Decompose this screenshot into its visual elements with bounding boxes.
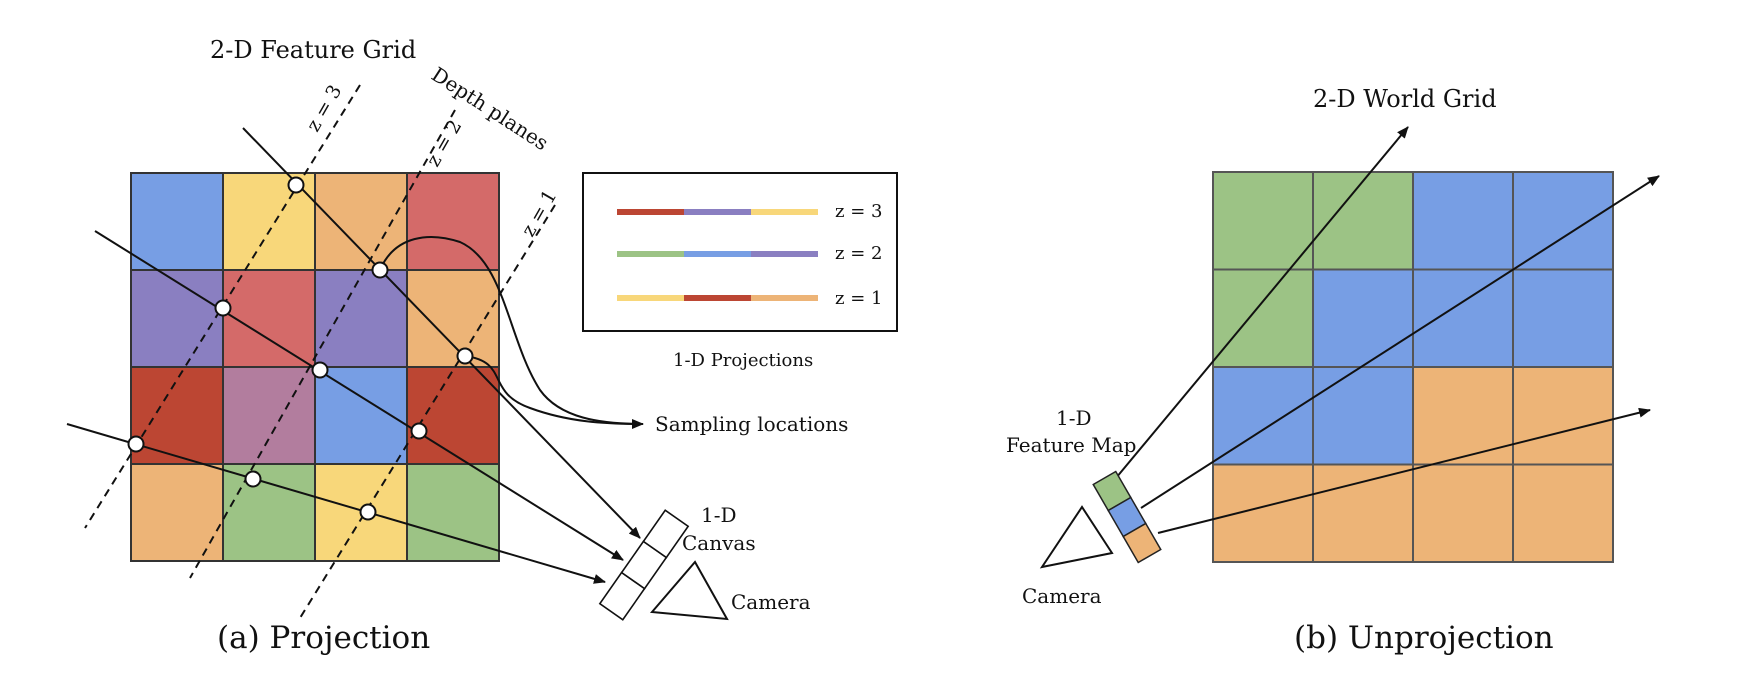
sampling-point	[287, 176, 305, 194]
feature-map-label-line1: 1-D	[1056, 406, 1092, 430]
feature-grid-title: 2-D Feature Grid	[210, 36, 416, 64]
grid-cell-orange	[130, 463, 224, 562]
depth-plane-z1	[299, 204, 556, 619]
grid-cell-blue	[130, 172, 224, 271]
legend-bar-segment	[751, 295, 818, 301]
grid-cell-red	[406, 172, 500, 271]
grid-cell-orange	[1312, 463, 1414, 563]
sampling-points	[127, 176, 474, 521]
legend-label-z2: z = 2	[835, 243, 882, 264]
grid-cell-blue	[1412, 268, 1514, 368]
camera-rays	[66, 127, 641, 584]
grid-cell-blue	[1512, 268, 1614, 368]
grid-cell-blue	[1412, 171, 1514, 271]
projection-legend: z = 3 z = 2 z = 1 1-D Projections	[582, 172, 898, 371]
grid-cell-orange	[1512, 463, 1614, 563]
depth-plane-z3	[84, 84, 361, 529]
canvas-label-line2: Canvas	[682, 531, 756, 555]
projection-camera-icon	[649, 560, 729, 621]
unprojection-panel: 2-D World Grid 1-D Feature Map Camera (b…	[1006, 85, 1660, 656]
sampling-point	[410, 422, 428, 440]
plane-label-z1: z = 1	[517, 186, 561, 240]
grid-cell-darkred	[406, 366, 500, 465]
grid-cell-orange	[406, 269, 500, 368]
projection-camera-label: Camera	[731, 590, 811, 614]
legend-bar-segment	[617, 209, 684, 215]
legend-bar-segment	[684, 209, 751, 215]
sampling-point	[359, 503, 377, 521]
world-grid	[1212, 171, 1614, 563]
grid-cell-red	[222, 269, 316, 368]
grid-cell-blue	[314, 366, 408, 465]
unprojection-ray-1	[1115, 126, 1409, 479]
unprojection-ray-3	[1157, 407, 1651, 534]
legend-caption: 1-D Projections	[673, 350, 813, 371]
unprojection-camera-label: Camera	[1022, 584, 1102, 608]
canvas-label-line1: 1-D	[701, 503, 737, 527]
sampling-point	[127, 435, 145, 453]
depth-plane-z2	[189, 109, 456, 579]
plane-label-z3: z = 3	[302, 81, 346, 135]
ray-2	[94, 230, 624, 561]
projection-canvas	[598, 509, 690, 621]
legend-label-z1: z = 1	[835, 288, 882, 309]
legend-bar-segment	[617, 251, 684, 257]
legend-bar-segment	[751, 251, 818, 257]
unprojection-camera-icon	[1039, 505, 1114, 569]
legend-bars	[617, 209, 818, 301]
grid-cell-blue	[1212, 366, 1314, 466]
grid-cell-green	[1212, 268, 1314, 368]
sampling-locations-label: Sampling locations	[655, 412, 848, 436]
grid-cell-green	[1312, 171, 1414, 271]
unprojection-ray-2	[1140, 175, 1660, 509]
grid-cell-green	[406, 463, 500, 562]
world-grid-title: 2-D World Grid	[1313, 85, 1497, 113]
grid-cell-green	[1212, 171, 1314, 271]
sampling-connectors	[379, 236, 644, 429]
grid-cell-orange	[1212, 463, 1314, 563]
ray-3	[66, 423, 606, 584]
unprojection-rays	[1115, 126, 1660, 534]
grid-cell-orange	[1412, 463, 1514, 563]
unprojection-caption: (b) Unprojection	[1294, 620, 1554, 656]
grid-cell-orange	[1412, 366, 1514, 466]
grid-cell-blue	[1312, 268, 1414, 368]
sampling-point	[371, 261, 389, 279]
legend-label-z3: z = 3	[835, 201, 882, 222]
feature-map-cell	[1122, 522, 1162, 564]
feature-map-label-line2: Feature Map	[1006, 433, 1136, 457]
ray-1	[242, 127, 641, 539]
projection-caption: (a) Projection	[217, 620, 430, 656]
depth-planes	[84, 84, 556, 619]
plane-label-z2: z = 2	[422, 116, 466, 170]
sampling-point	[244, 470, 262, 488]
feature-map	[1092, 470, 1162, 564]
grid-cell-green	[222, 463, 316, 562]
grid-cell-darkred	[130, 366, 224, 465]
sampling-point	[311, 361, 329, 379]
legend-bar-segment	[684, 295, 751, 301]
sampling-point	[214, 299, 232, 317]
projection-panel: 2-D Feature Grid z = 3 z = 2 z = 1 Depth…	[66, 36, 898, 656]
grid-cell-purple	[130, 269, 224, 368]
connector-1	[379, 236, 644, 429]
grid-cell-blue	[1512, 171, 1614, 271]
legend-bar-segment	[617, 295, 684, 301]
canvas-cell	[642, 509, 690, 559]
legend-bar-segment	[684, 251, 751, 257]
sampling-point	[456, 347, 474, 365]
connector-2	[464, 355, 644, 425]
grid-cell-orange	[1512, 366, 1614, 466]
grid-cell-blue	[1312, 366, 1414, 466]
legend-bar-segment	[751, 209, 818, 215]
feature-map-cells	[1092, 470, 1162, 564]
grid-cell-orange	[314, 172, 408, 271]
